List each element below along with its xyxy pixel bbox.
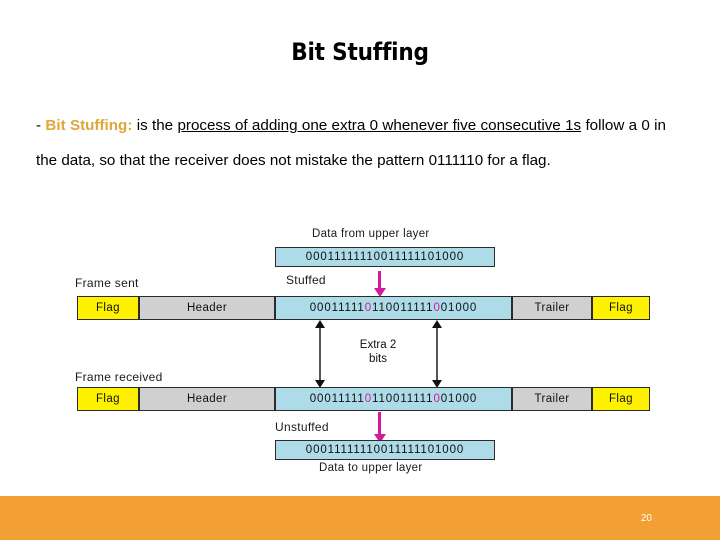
frame-sent-flag-right: Flag [592,296,650,320]
extra-bits-line-2: bits [369,353,387,365]
sent-stuff-pointer-1 [315,320,325,328]
frame-received-flag-right: Flag [592,387,650,411]
label-frame-sent: Frame sent [75,276,139,290]
label-data-to-upper-layer: Data to upper layer [319,462,423,474]
extra-bits-line-1: Extra 2 [359,339,397,351]
recv-stuffed-bit-2: 0 [433,393,441,405]
frame-received-header: Header [139,387,275,411]
unstuffed-arrow-shaft [378,412,381,437]
bullet-dash: - [36,117,46,134]
unstuffed-arrow-head [373,434,386,443]
frame-received-trailer: Trailer [512,387,592,411]
sent-bits-part4: 01000 [440,302,478,314]
body-segment-underlined: process of adding one extra 0 whenever f… [177,117,582,134]
bits-data-from-upper-layer: 00011111110011111101000 [275,247,495,267]
recv-stuffed-bit-1: 0 [364,393,373,405]
recv-bits-part2: 1100 [372,393,401,405]
bits-data-to-upper-layer: 00011111110011111101000 [275,440,495,460]
bit-stuffing-diagram: Data from upper layer 000111111100111111… [70,228,650,483]
stuffed-arrow-shaft [378,271,381,290]
label-unstuffed: Unstuffed [275,420,329,434]
label-data-from-upper-layer: Data from upper layer [312,228,430,240]
sent-bits-part2: 1100 [372,302,401,314]
frame-sent-header: Header [139,296,275,320]
extra-bits-arrow-shaft-2 [436,328,438,382]
stuffed-arrow-head [373,288,386,297]
sent-stuffed-bit-1: 0 [364,302,373,314]
recv-bits-part4: 01000 [440,393,478,405]
sent-bits-part3: 11111 [400,302,434,314]
extra-bits-arrow-head-2 [432,380,442,388]
extra-bits-arrow-shaft-1 [319,328,321,382]
page-title: Bit Stuffing [291,38,429,66]
page-number: 20 [640,513,652,524]
recv-bits-part3: 11111 [400,393,434,405]
label-stuffed: Stuffed [286,273,326,287]
label-extra-bits: Extra 2 bits [333,338,423,366]
label-frame-received: Frame received [75,370,163,384]
recv-bits-part1: 00011111 [309,393,365,405]
extra-bits-arrow-head-1 [315,380,325,388]
term-bit-stuffing: Bit Stuffing: [45,117,133,134]
body-segment-plain-2: follow a 0 in the data, so that the rece… [36,117,666,169]
frame-sent-text: Frame sent [75,276,139,290]
body-paragraph: - Bit Stuffing: is the process of adding… [36,108,666,178]
frame-received-text: Frame received [75,370,163,384]
frame-received-flag-left: Flag [77,387,139,411]
sent-stuff-pointer-2 [432,320,442,328]
sent-bits-part1: 00011111 [309,302,365,314]
frame-sent-trailer: Trailer [512,296,592,320]
footer-bar [0,496,720,540]
body-segment-plain-1: is the [132,117,178,134]
frame-sent-flag-left: Flag [77,296,139,320]
sent-stuffed-bit-2: 0 [433,302,441,314]
